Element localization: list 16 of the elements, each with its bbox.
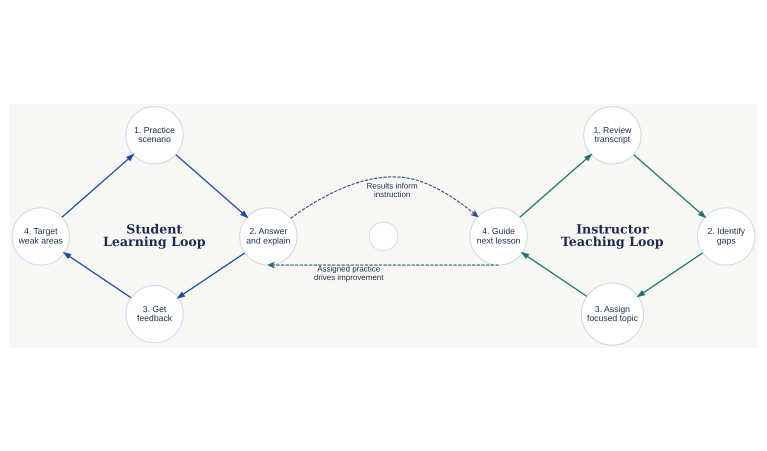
node-circle: 4. Target weak areas — [12, 206, 70, 266]
arrow — [62, 152, 135, 218]
node-circle — [368, 221, 398, 251]
arrow — [268, 261, 499, 268]
node-circle: 3. Assign focused topic — [580, 282, 644, 346]
arrow — [176, 154, 249, 218]
arrow — [62, 251, 132, 298]
label: Student Learning Loop — [102, 220, 206, 248]
arrow — [520, 152, 593, 218]
arrow — [636, 252, 704, 297]
arrow — [176, 252, 246, 298]
arrow — [633, 154, 706, 218]
arrow — [290, 176, 478, 218]
arrow — [520, 251, 588, 296]
node-circle: 3. Get feedback — [125, 284, 184, 343]
label: Instructor Teaching Loop — [560, 220, 664, 248]
